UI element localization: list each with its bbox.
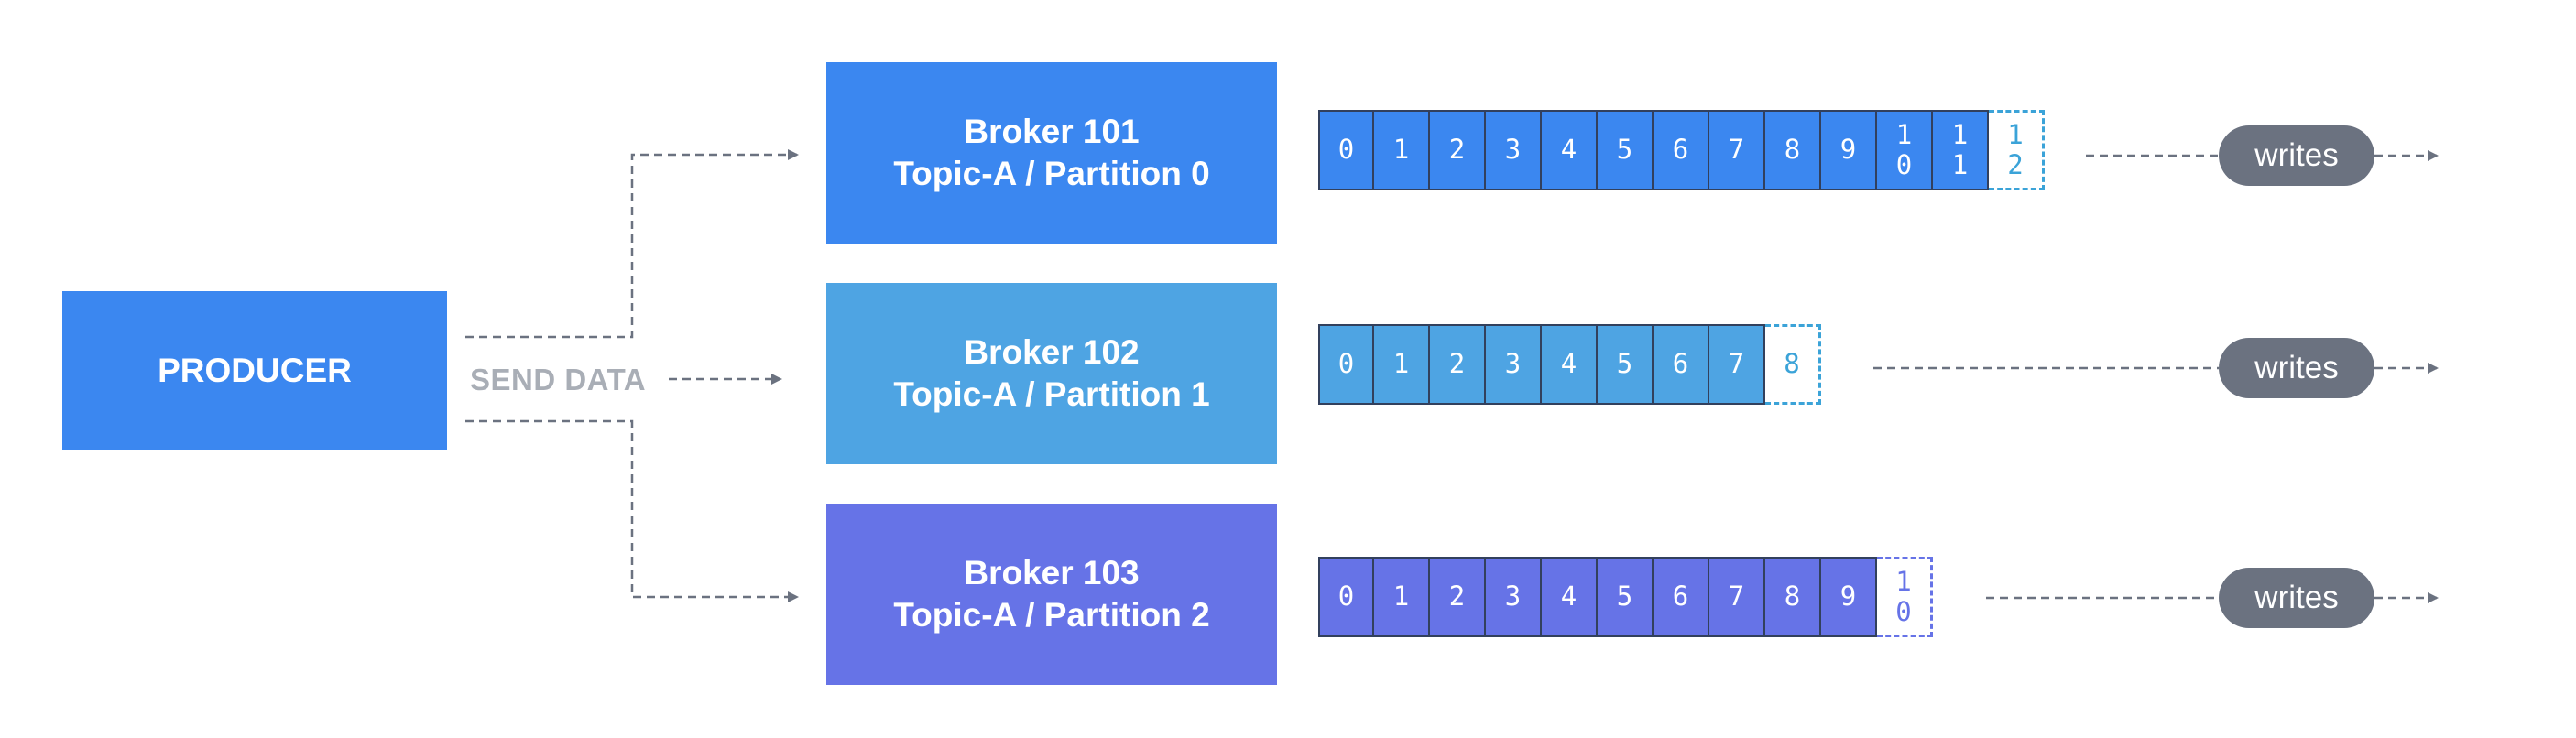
broker-102-partition: Topic-A / Partition 1	[893, 375, 1210, 413]
offset-cell: 8	[1765, 110, 1821, 190]
next-offset-cell: 8	[1765, 324, 1821, 405]
offset-cell: 9	[1821, 557, 1877, 637]
offset-cell: 2	[1430, 557, 1486, 637]
offset-cell: 0	[1318, 110, 1374, 190]
offset-cell: 4	[1542, 110, 1598, 190]
offset-cell: 3	[1486, 324, 1542, 405]
offset-cell: 2	[1430, 110, 1486, 190]
offset-cell: 5	[1598, 557, 1654, 637]
offset-cell: 4	[1542, 557, 1598, 637]
offset-cell: 2	[1430, 324, 1486, 405]
offset-cell: 1 1	[1933, 110, 1989, 190]
offset-cell: 7	[1709, 324, 1765, 405]
offset-cell: 1 0	[1877, 110, 1933, 190]
offset-cell: 0	[1318, 324, 1374, 405]
broker-102-name: Broker 102	[964, 332, 1140, 371]
offset-cell: 3	[1486, 557, 1542, 637]
producer-to-broker-103-arrow	[465, 419, 799, 602]
broker-103-name: Broker 103	[964, 553, 1140, 591]
offset-cell: 1	[1374, 324, 1430, 405]
producer-box: PRODUCER	[62, 291, 447, 450]
next-offset-cell: 1 2	[1989, 110, 2045, 190]
offset-cell: 8	[1765, 557, 1821, 637]
offset-cell: 1	[1374, 557, 1430, 637]
producer-to-broker-101-arrow	[465, 149, 799, 339]
writes-badge-partition-0: writes	[2219, 125, 2374, 186]
writes-label: writes	[2254, 350, 2339, 385]
offset-cell: 3	[1486, 110, 1542, 190]
broker-103-box: Broker 103 Topic-A / Partition 2	[826, 504, 1277, 685]
offset-cell: 5	[1598, 110, 1654, 190]
offset-cell: 6	[1654, 110, 1709, 190]
broker-103-partition: Topic-A / Partition 2	[893, 596, 1210, 634]
offset-cell: 6	[1654, 324, 1709, 405]
offset-cell: 6	[1654, 557, 1709, 637]
producer-label: PRODUCER	[158, 351, 352, 389]
writes-label: writes	[2254, 137, 2339, 173]
writes-label: writes	[2254, 580, 2339, 615]
offset-cell: 7	[1709, 110, 1765, 190]
broker-101-name: Broker 101	[964, 112, 1140, 150]
offset-cell: 1	[1374, 110, 1430, 190]
send-data-label: SEND DATA	[470, 363, 647, 396]
offset-cell: 4	[1542, 324, 1598, 405]
next-offset-cell: 1 0	[1877, 557, 1933, 637]
offset-cell: 0	[1318, 557, 1374, 637]
broker-102-box: Broker 102 Topic-A / Partition 1	[826, 283, 1277, 464]
offset-cell: 5	[1598, 324, 1654, 405]
broker-101-partition: Topic-A / Partition 0	[893, 155, 1210, 192]
writes-badge-partition-1: writes	[2219, 338, 2374, 398]
broker-101-box: Broker 101 Topic-A / Partition 0	[826, 62, 1277, 244]
writes-badge-partition-2: writes	[2219, 568, 2374, 628]
offset-cell: 9	[1821, 110, 1877, 190]
offset-cell: 7	[1709, 557, 1765, 637]
